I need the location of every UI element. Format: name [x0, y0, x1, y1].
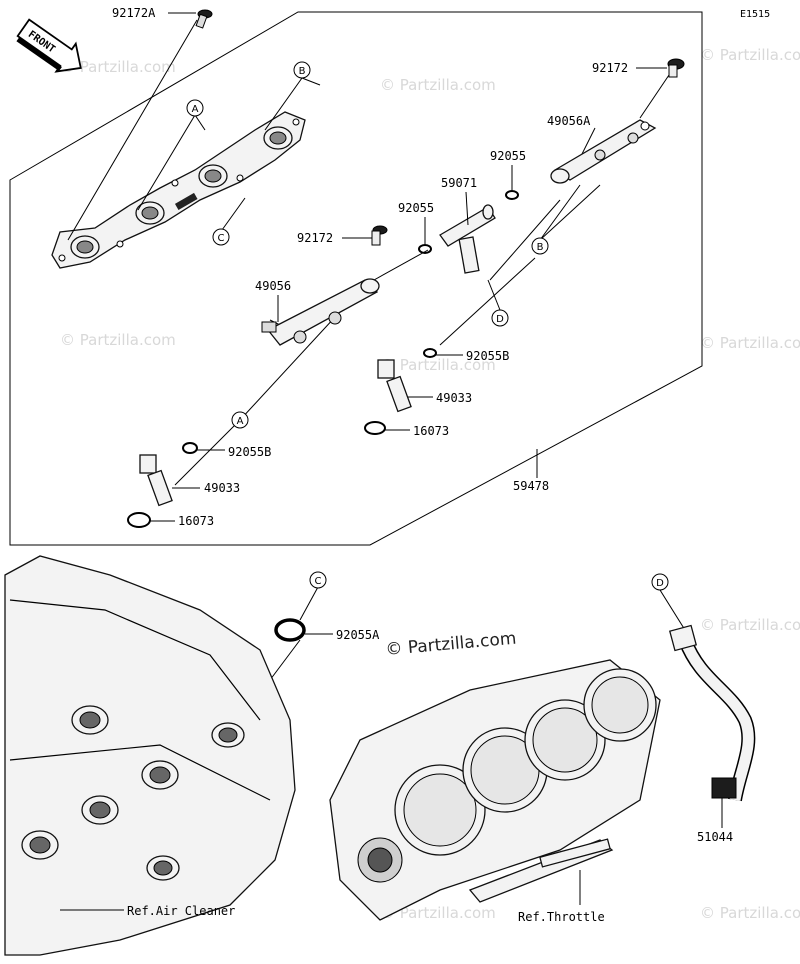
label-ref-air-cleaner: Ref.Air Cleaner: [127, 904, 235, 918]
callout-c-top: C: [212, 228, 230, 246]
callout-a-bottom: A: [231, 411, 249, 429]
delivery-pipe-49056a: [550, 119, 657, 184]
watermark: © Partzilla.com: [700, 904, 800, 922]
label-16073-right: 16073: [413, 424, 449, 438]
svg-text:D: D: [496, 314, 504, 325]
hose-51044: [668, 624, 756, 802]
throttle-body: [329, 659, 661, 921]
label-92172a: 92172A: [112, 6, 156, 20]
watermark: © Partzilla.com: [380, 904, 496, 922]
label-92172-right: 92172: [592, 61, 628, 75]
svg-text:C: C: [218, 233, 225, 244]
svg-text:A: A: [237, 416, 244, 427]
label-49056a: 49056A: [547, 114, 591, 128]
svg-text:D: D: [656, 578, 664, 589]
watermark: © Partzilla.com: [60, 58, 176, 76]
label-92055b-right: 92055B: [466, 349, 509, 363]
bolt-92172a: [195, 9, 213, 29]
part-labels: 92172A 92172 49056A 92055 59071 92055 92…: [60, 6, 733, 924]
bolt-92172-right: [667, 58, 685, 78]
label-92172-mid: 92172: [297, 231, 333, 245]
label-92055-left: 92055: [398, 201, 434, 215]
o-ring-92055-left: [418, 244, 432, 254]
svg-text:A: A: [192, 104, 199, 115]
callout-d-mid: D: [491, 309, 509, 327]
o-ring-92055a: [274, 618, 306, 642]
watermark: © Partzilla.com: [380, 356, 496, 374]
svg-text:C: C: [315, 576, 322, 587]
label-49056: 49056: [255, 279, 291, 293]
injector-49033-right: [364, 348, 437, 435]
injector-49033-left: [127, 442, 198, 528]
assembly-outline: [9, 11, 703, 546]
callout-b-right: B: [531, 237, 549, 255]
label-49033-right: 49033: [436, 391, 472, 405]
label-92055-right: 92055: [490, 149, 526, 163]
joint-59071: [439, 204, 496, 274]
callout-d-right: D: [651, 573, 669, 591]
delivery-pipe-49056: [261, 278, 380, 346]
cylinder-head: [4, 555, 296, 956]
front-arrow-icon: FRONT: [16, 18, 82, 73]
callout-c-bottom: C: [309, 571, 327, 589]
label-92055b-left: 92055B: [228, 445, 271, 459]
label-59478: 59478: [513, 479, 549, 493]
bolt-92172-mid: [371, 225, 388, 246]
watermark: © Partzilla.com: [700, 616, 800, 634]
o-ring-92055-right: [505, 190, 519, 200]
watermark: © Partzilla.com: [700, 46, 800, 64]
watermark: © Partzilla.com: [700, 334, 800, 352]
callout-a-top: A: [186, 99, 204, 117]
svg-text:B: B: [299, 66, 306, 77]
watermark: © Partzilla.com: [380, 76, 496, 94]
label-59071: 59071: [441, 176, 477, 190]
svg-text:B: B: [537, 242, 544, 253]
watermark: © Partzilla.com: [60, 331, 176, 349]
diagram-code: E1515: [740, 9, 770, 20]
label-16073-left: 16073: [178, 514, 214, 528]
label-ref-throttle: Ref.Throttle: [518, 910, 605, 924]
label-51044: 51044: [697, 830, 733, 844]
label-92055a: 92055A: [336, 628, 380, 642]
watermark-center: © Partzilla.com: [385, 629, 517, 660]
delivery-pipe-holder: [51, 111, 306, 269]
label-49033-left: 49033: [204, 481, 240, 495]
callout-b-top: B: [293, 61, 311, 79]
